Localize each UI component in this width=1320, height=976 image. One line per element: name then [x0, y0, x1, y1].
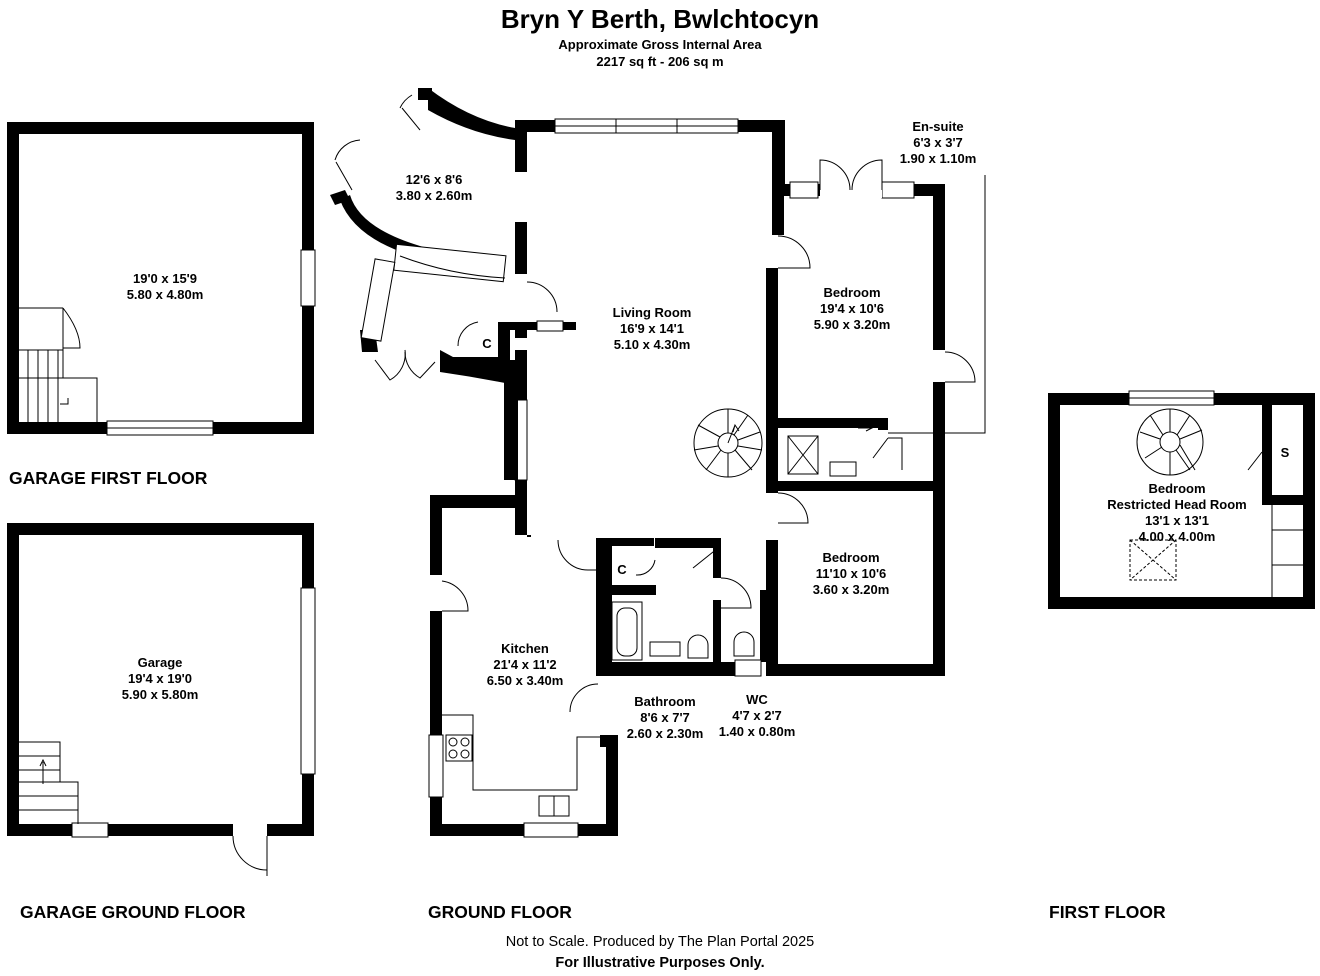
room-metric: 1.90 x 1.10m: [899, 151, 977, 166]
plan-area: 2217 sq ft - 206 sq m: [596, 54, 724, 69]
room-metric: 1.40 x 0.80m: [718, 724, 796, 739]
room-note: Restricted Head Room: [1107, 497, 1247, 512]
room-name: En-suite: [912, 119, 964, 134]
room-imperial: 4'7 x 2'7: [732, 708, 782, 723]
room-metric: 6.50 x 3.40m: [486, 673, 564, 688]
room-imperial: 12'6 x 8'6: [405, 172, 463, 187]
kitchen-label: Kitchen 21'4 x 11'2 6.50 x 3.40m: [487, 641, 564, 689]
room-name: Kitchen: [501, 641, 549, 656]
room-metric: 5.10 x 4.30m: [613, 337, 691, 352]
plan-subtitle: Approximate Gross Internal Area: [558, 37, 762, 52]
footer-note: Not to Scale. Produced by The Plan Porta…: [505, 934, 815, 950]
ensuite-label: En-suite 6'3 x 3'7 1.90 x 1.10m: [900, 119, 977, 167]
room-imperial: 21'4 x 11'2: [493, 657, 557, 672]
ground-floor-plan: [330, 88, 986, 838]
room-name: Bedroom: [823, 285, 881, 300]
spiral-stair-ground: [693, 408, 763, 478]
footer-disclaimer: For Illustrative Purposes Only.: [555, 955, 765, 971]
room-imperial: 19'4 x 10'6: [819, 301, 885, 316]
room-imperial: 8'6 x 7'7: [640, 710, 690, 725]
cupboard-label-2: C: [617, 562, 627, 577]
room-metric: 3.80 x 2.60m: [395, 188, 473, 203]
bathroom-label: Bathroom 8'6 x 7'7 2.60 x 2.30m: [627, 694, 704, 742]
room-name: Bedroom: [822, 550, 880, 565]
garage-ground-floor-plan: [7, 523, 316, 876]
bedroom1-label: Bedroom 19'4 x 10'6 5.90 x 3.20m: [814, 285, 891, 333]
porch-room-label: 12'6 x 8'6 3.80 x 2.60m: [396, 172, 473, 204]
garage-stairs-ground: [19, 741, 79, 824]
room-imperial: 11'10 x 10'6: [815, 566, 887, 581]
room-imperial: 16'9 x 14'1: [619, 321, 685, 336]
room-metric: 5.80 x 4.80m: [126, 287, 204, 302]
plan-title: Bryn Y Berth, Bwlchtocyn: [500, 4, 820, 34]
cupboard-label: C: [482, 336, 492, 351]
room-imperial: 19'4 x 19'0: [127, 671, 193, 686]
ground-floor-label: GROUND FLOOR: [428, 902, 572, 922]
bedroom3-label: Bedroom Restricted Head Room 13'1 x 13'1…: [1107, 481, 1246, 545]
bedroom2-label: Bedroom 11'10 x 10'6 3.60 x 3.20m: [813, 550, 890, 598]
room-name: Bathroom: [634, 694, 696, 709]
room-metric: 5.90 x 3.20m: [813, 317, 891, 332]
room-metric: 4.00 x 4.00m: [1138, 529, 1216, 544]
room-metric: 2.60 x 2.30m: [626, 726, 704, 741]
living-room-label: Living Room 16'9 x 14'1 5.10 x 4.30m: [613, 305, 692, 353]
garage-first-floor-plan: [7, 122, 316, 436]
storage-label: S: [1280, 445, 1290, 460]
garage-first-floor-label: GARAGE FIRST FLOOR: [9, 468, 208, 488]
garage-ground-floor-label: GARAGE GROUND FLOOR: [20, 902, 246, 922]
room-name: WC: [746, 692, 768, 707]
garage-stairs-upper: [19, 307, 98, 422]
garage-upper-room-label: 19'0 x 15'9 5.80 x 4.80m: [127, 271, 204, 303]
garage-room-label: Garage 19'4 x 19'0 5.90 x 5.80m: [122, 655, 199, 703]
room-imperial: 19'0 x 15'9: [132, 271, 198, 286]
room-imperial: 6'3 x 3'7: [913, 135, 963, 150]
room-metric: 3.60 x 3.20m: [812, 582, 890, 597]
first-floor-label: FIRST FLOOR: [1049, 902, 1166, 922]
room-metric: 5.90 x 5.80m: [121, 687, 199, 702]
room-name: Garage: [137, 655, 183, 670]
room-name: Living Room: [612, 305, 692, 320]
wc-label: WC 4'7 x 2'7 1.40 x 0.80m: [719, 692, 796, 740]
first-floor-plan: [1048, 390, 1315, 609]
room-imperial: 13'1 x 13'1: [1144, 513, 1210, 528]
room-name: Bedroom: [1148, 481, 1206, 496]
